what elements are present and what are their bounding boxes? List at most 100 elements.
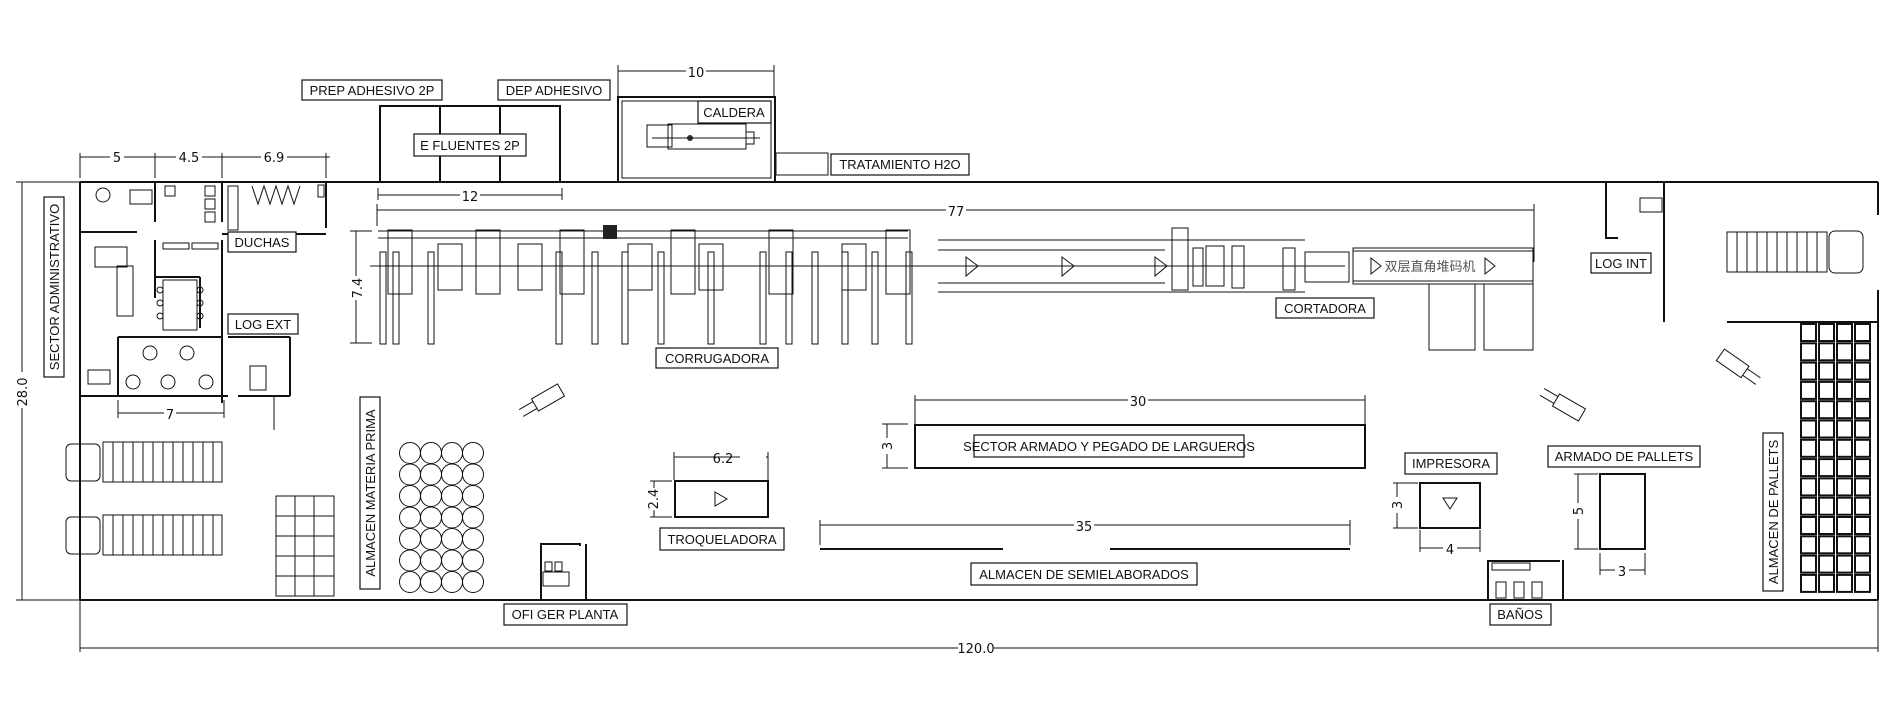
efluentes-width: 12 — [462, 190, 479, 205]
support-leg — [555, 251, 563, 345]
pallet-slot — [1818, 458, 1835, 478]
almacen-materia-prima: ALMACEN MATERIA PRIMA — [359, 396, 484, 593]
cortadora-label: CORTADORA — [1284, 301, 1366, 316]
paper-roll — [420, 528, 442, 550]
corrugator-unit — [670, 229, 696, 295]
pallet-slot — [1836, 438, 1853, 458]
duchas-label: DUCHAS — [235, 235, 290, 250]
support-leg — [427, 251, 435, 345]
pallet-slot — [1836, 419, 1853, 439]
support-leg — [379, 251, 387, 345]
pallet-slot — [1818, 535, 1835, 555]
pallet-slot — [1800, 438, 1817, 458]
corrugadora-line: 77 7.4 CORTADORA 双层直角堆码机 — [348, 202, 1535, 369]
pallet-slot — [1836, 496, 1853, 516]
pallet-rack-icon — [1800, 323, 1871, 593]
truck-icon — [65, 441, 223, 483]
dimension-plant-height: 28.0 — [12, 181, 80, 601]
pallet-slot — [1800, 361, 1817, 381]
pallet-slot — [1800, 516, 1817, 535]
sector-armado: 30 3 SECTOR ARMADO Y PEGADO DE LARGUEROS — [880, 392, 1366, 469]
pallet-slot — [1854, 516, 1871, 535]
plant-height-value: 28.0 — [16, 378, 31, 407]
almacen-materia-prima-label: ALMACEN MATERIA PRIMA — [363, 409, 378, 577]
almacen-semielaborados-label: ALMACEN DE SEMIELABORADOS — [979, 567, 1189, 582]
pallet-slot — [1836, 400, 1853, 420]
round-tables-icon — [95, 187, 214, 390]
pallet-slot — [1800, 400, 1817, 420]
support-leg — [621, 251, 629, 345]
forklift-icon — [518, 383, 566, 417]
pallet-slot — [1818, 323, 1835, 342]
troq-width: 6.2 — [713, 452, 734, 467]
paper-roll — [399, 506, 421, 529]
paper-roll — [420, 485, 442, 507]
paper-roll — [420, 506, 442, 529]
paper-roll — [420, 571, 442, 593]
almacen-semielaborados: 35 ALMACEN DE SEMIELABORADOS — [819, 517, 1351, 586]
log-ext-label-box — [227, 313, 299, 335]
pallet-slot — [1854, 419, 1871, 439]
admin-width-3: 6.9 — [264, 151, 285, 166]
corrugator-unit — [885, 229, 911, 295]
dep-adhesivo-label: DEP ADHESIVO — [506, 83, 603, 98]
corrugator-unit — [768, 229, 794, 295]
armado-height: 3 — [881, 442, 896, 450]
pallet-slot — [1854, 535, 1871, 555]
pallet-slot — [1800, 323, 1817, 342]
paper-roll — [399, 463, 421, 486]
pallet-slot — [1800, 554, 1817, 574]
paper-roll — [441, 485, 463, 507]
paper-roll — [441, 571, 463, 593]
pallet-slot — [1854, 380, 1871, 400]
stacker-label: 双层直角堆码机 — [1384, 260, 1475, 275]
pallet-slot — [1800, 458, 1817, 478]
support-leg — [811, 251, 819, 345]
plant-length-value: 120.0 — [957, 642, 994, 657]
line-length: 77 — [948, 205, 965, 220]
pallet-slot — [1818, 573, 1835, 593]
pallet-slot — [1818, 516, 1835, 535]
pallet-slot — [1836, 342, 1853, 362]
semielab-width: 35 — [1076, 520, 1093, 535]
paper-roll — [441, 506, 463, 529]
prep-adhesivo-label: PREP ADHESIVO 2P — [310, 83, 435, 98]
troqueladora: 6.2 2.4 TROQUELADORA — [646, 449, 785, 551]
pallet-slot — [1854, 323, 1871, 342]
support-leg — [591, 251, 599, 345]
corrugator-unit — [475, 229, 501, 295]
impresora-label: IMPRESORA — [1412, 456, 1490, 471]
paper-roll — [441, 442, 463, 464]
toilets-icon — [162, 185, 219, 250]
pallet-slot — [1854, 554, 1871, 574]
pallet-slot — [1836, 477, 1853, 497]
support-leg — [707, 251, 715, 345]
tratamiento-h2o-label: TRATAMIENTO H2O — [839, 157, 960, 172]
paper-roll — [462, 463, 484, 486]
pallet-slot — [1854, 477, 1871, 497]
paper-roll — [399, 528, 421, 550]
efluentes-label: E FLUENTES 2P — [420, 138, 520, 153]
support-leg — [392, 251, 400, 345]
pallet-slot — [1800, 573, 1817, 593]
almacen-pallets: ALMACEN DE PALLETS — [1727, 321, 1878, 593]
pallet-slot — [1836, 380, 1853, 400]
pallet-slot — [1818, 438, 1835, 458]
log-ext-label: LOG EXT — [235, 317, 291, 332]
dimension-plant-length: 120.0 — [79, 600, 1879, 657]
paper-roll — [462, 528, 484, 550]
desk-icon — [87, 189, 267, 391]
pallet-slot — [1800, 419, 1817, 439]
paper-roll — [462, 549, 484, 572]
pallet-slot — [1818, 400, 1835, 420]
admin-width-2: 4.5 — [179, 151, 200, 166]
caldera-area: 10 CALDERA TRATAMIENTO H2O — [617, 63, 970, 183]
pallet-slot — [1836, 458, 1853, 478]
support-leg — [785, 251, 793, 345]
troqueladora-label: TROQUELADORA — [667, 532, 776, 547]
pallet-slot — [1854, 438, 1871, 458]
pallet-slot — [1854, 400, 1871, 420]
caldera-label: CALDERA — [703, 105, 765, 120]
admin-width-1: 5 — [113, 151, 121, 166]
